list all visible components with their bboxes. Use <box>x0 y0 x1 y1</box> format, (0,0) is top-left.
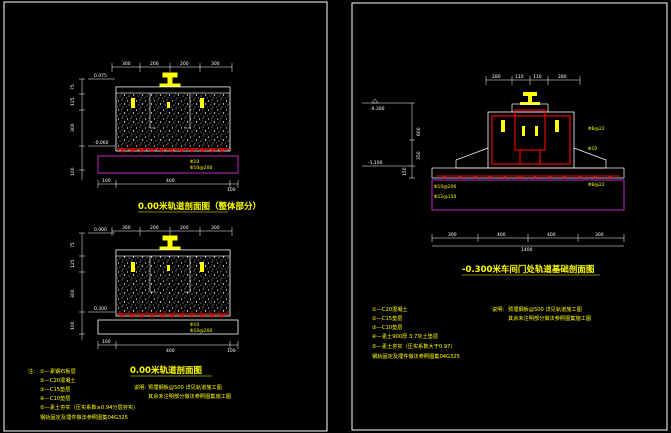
right-legend: ①—C20混凝土 ②—C15垫层 ③—C10垫层 ④—素土900厚 3:7灰土垫… <box>372 305 460 360</box>
side-dim: 125 <box>70 259 76 268</box>
legend-item: 钢轨固定及埋件做法参照图集04G325 <box>40 413 128 421</box>
bottom-dim: 100 <box>102 178 111 184</box>
dim-top: 280 <box>558 74 567 80</box>
rail-icon <box>159 235 181 251</box>
beam-body <box>487 111 575 169</box>
left-notes: 说明: 预埋钢板@500 详见轨道施工图 其余未注明部分做法参照图集施工图 <box>134 383 231 400</box>
side-dim: 600 <box>416 127 422 136</box>
legend-item: ⑤—素土夯实（压实系数大于0.97） <box>372 342 456 350</box>
bottom-dim: 300 <box>448 232 457 238</box>
section-top: 300 200 200 300 0.075 -0.060 <box>70 61 261 213</box>
dim-top-1: 300 <box>122 61 131 67</box>
note-item: 预埋钢板@500 详见轨道施工图 <box>148 383 222 391</box>
bottom-dim: 100 <box>227 187 236 193</box>
dim-top-chain <box>111 63 233 72</box>
side-dim: 300 <box>70 123 76 132</box>
side-dim: 75 <box>70 242 76 248</box>
dim-top-4: 300 <box>211 61 220 67</box>
bottom-dim: 400 <box>497 232 506 238</box>
legend-item: ②—C20混凝土 <box>40 376 76 384</box>
section-title: -0.300米车间门处轨道基础剖面图 <box>462 264 594 275</box>
right-notes: 说明: 预埋钢板@500 详见轨道施工图 其余未注明部分做法参照图集施工图 <box>492 305 591 322</box>
legend-label: 注: <box>28 367 35 375</box>
top-cap <box>115 249 231 257</box>
rebar-label: Φ8@22 <box>588 126 605 132</box>
left-legend: 注: ①—素钢石板层 ②—C20混凝土 ③—C15垫层 ④—C10垫层 ⑤—素土… <box>28 367 138 421</box>
rebar-cage <box>491 109 571 165</box>
left-sheet-frame <box>3 1 328 432</box>
legend-item: ②—C15垫层 <box>372 314 402 322</box>
bottom-dim: 300 <box>595 232 604 238</box>
dim-top-3: 200 <box>180 225 189 231</box>
concrete-body <box>115 86 231 152</box>
section-title: 0.00米轨道剖面图 <box>130 365 202 376</box>
rebar-dots <box>120 149 224 153</box>
note-item: 其余未注明部分做法参照图集施工图 <box>508 314 591 322</box>
dim-top-3: 200 <box>180 61 189 67</box>
level-mark: -0.300 <box>370 106 385 112</box>
side-dim: 150 <box>402 167 408 176</box>
rebar-dots <box>120 314 224 318</box>
bottom-dim: 400 <box>166 348 175 354</box>
concrete-body <box>115 249 231 317</box>
dim-top: 280 <box>492 74 501 80</box>
level-mark: 0.300 <box>94 306 107 312</box>
bottom-dim: 100 <box>227 348 236 354</box>
notes-label: 说明: <box>492 305 504 313</box>
notes-label: 说明: <box>134 383 146 391</box>
note-item: 预埋钢板@500 详见轨道施工图 <box>508 305 582 313</box>
rebar-dots <box>443 175 612 179</box>
side-dim: 350 <box>416 151 422 160</box>
legend-item: ③—C10垫层 <box>372 323 402 331</box>
base-slab <box>431 167 625 179</box>
level-mark: -1.100 <box>368 160 383 166</box>
dim-top-2: 200 <box>150 225 159 231</box>
rail-icon <box>520 92 540 105</box>
rebar-label: Φ10@200 <box>434 184 456 190</box>
rebar-label: Φ10@200 <box>190 328 212 334</box>
side-dim: 125 <box>70 97 76 106</box>
legend-item: ①—C20混凝土 <box>372 305 408 313</box>
rebar-label: Φ10 <box>190 322 199 328</box>
total-dim: 1400 <box>521 247 533 253</box>
base-layer <box>97 319 239 335</box>
dim-top: 110 <box>515 74 524 80</box>
level-mark: 0.000 <box>94 227 107 233</box>
rebar-label: Φ10 <box>588 146 597 152</box>
beam-top <box>511 103 549 113</box>
side-dim: 100 <box>70 167 76 176</box>
legend-item: ③—C15垫层 <box>40 385 70 393</box>
legend-item: ④—素土900厚 3:7灰土垫层 <box>372 332 438 340</box>
level-mark: -0.060 <box>94 140 109 146</box>
rebar-label: Φ8@22 <box>588 182 605 188</box>
bottom-dim: 400 <box>547 232 556 238</box>
top-cap <box>115 86 231 94</box>
section-title: 0.00米轨道剖面图（整体部分） <box>138 201 261 212</box>
legend-item: ⑤—素土夯实（压实系数≥0.94分层夯实） <box>40 403 138 411</box>
rail-icon <box>159 72 181 88</box>
legend-item: ①—素钢石板层 <box>40 367 76 375</box>
legend-item: ④—C10垫层 <box>40 394 70 402</box>
side-dim: 75 <box>70 84 76 90</box>
rebar-label: Φ10 <box>190 159 199 165</box>
rebar-label: Φ12@150 <box>434 194 456 200</box>
side-dim: 100 <box>70 321 76 330</box>
legend-item: 钢轨固定及埋件做法参照图集04G325 <box>372 352 460 360</box>
note-item: 其余未注明部分做法参照图集施工图 <box>148 392 231 400</box>
dim-top-2: 200 <box>150 61 159 67</box>
dim-top: 110 <box>533 74 542 80</box>
side-dim: 300 <box>70 289 76 298</box>
level-mark: 0.075 <box>94 73 107 79</box>
bottom-dim: 400 <box>166 178 175 184</box>
cushion-layer <box>97 155 239 174</box>
dim-top-1: 300 <box>122 225 131 231</box>
section-right: 280 110 110 280 -0.300 -1.100 <box>362 74 625 276</box>
bottom-dim: 100 <box>102 339 111 345</box>
rebar-label: Φ10@200 <box>190 165 212 171</box>
dim-top-4: 300 <box>211 225 220 231</box>
section-bottom: 300 200 200 300 0.000 0.300 <box>70 225 239 377</box>
cushion-layer <box>431 179 625 211</box>
right-sheet-frame <box>351 2 668 431</box>
